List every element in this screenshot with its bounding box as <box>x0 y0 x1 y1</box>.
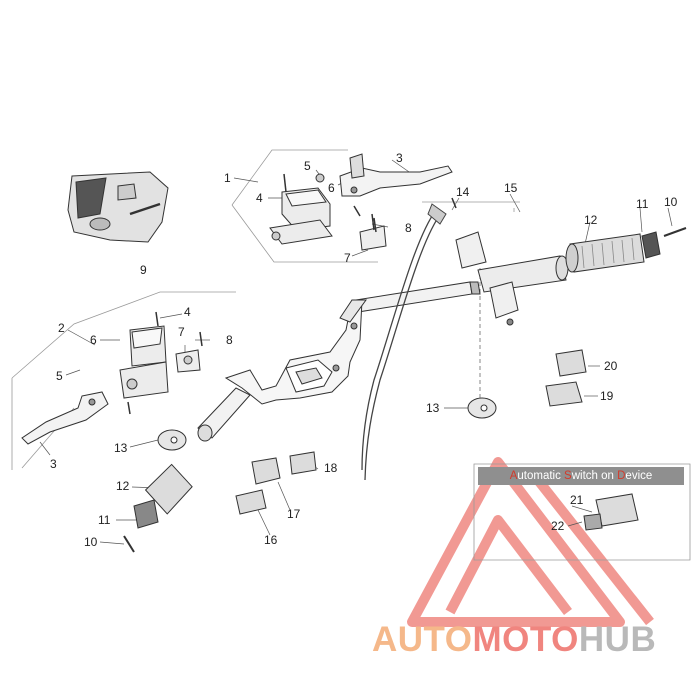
washer-13 <box>157 397 497 451</box>
callout-8: 8 <box>405 221 412 235</box>
callout-7: 7 <box>344 251 351 265</box>
callout-9: 9 <box>140 263 147 277</box>
callout-5: 5 <box>304 159 311 173</box>
clamp-right <box>359 217 387 251</box>
callout-16: 16 <box>264 533 278 547</box>
callout-6: 6 <box>328 181 335 195</box>
clamp-left <box>175 349 201 373</box>
callout-17: 17 <box>287 507 301 521</box>
callout-18: 18 <box>324 461 338 475</box>
callout-3: 3 <box>396 151 403 165</box>
tool-pouch-9 <box>67 171 169 243</box>
master-cylinder-right <box>269 173 333 245</box>
group-outlines <box>11 149 691 561</box>
callout-21: 21 <box>570 493 584 507</box>
callout-4b: 4 <box>184 305 191 319</box>
callout-11: 11 <box>636 197 649 211</box>
callout-20: 20 <box>604 359 618 373</box>
callout-13b: 13 <box>114 441 128 455</box>
callout-6b: 6 <box>90 333 97 347</box>
callout-12b: 12 <box>116 479 130 493</box>
callout-10: 10 <box>664 195 678 209</box>
watermark-triangle-icon <box>407 457 654 627</box>
callout-22: 22 <box>551 519 565 533</box>
switch-blocks <box>235 349 587 515</box>
callout-5b: 5 <box>56 369 63 383</box>
throttle-cable <box>361 203 447 481</box>
callout-8b: 8 <box>226 333 233 347</box>
handlebar-bracket <box>224 299 367 405</box>
watermark-logo: AUTOMOTOHUB <box>372 620 657 659</box>
callout-4: 4 <box>256 191 263 205</box>
callout-1: 1 <box>224 171 231 185</box>
callout-14: 14 <box>456 185 470 199</box>
fasteners <box>199 197 457 347</box>
callout-15: 15 <box>504 181 518 195</box>
inset-title: Automatic Switch on Device <box>478 467 684 485</box>
auto-switch-parts <box>583 493 639 531</box>
callout-10b: 10 <box>84 535 98 549</box>
callout-13: 13 <box>426 401 440 415</box>
callout-2: 2 <box>58 321 65 335</box>
brake-lever-left <box>21 391 109 445</box>
callout-7b: 7 <box>178 325 185 339</box>
grip-12-left <box>123 463 193 553</box>
callout-12: 12 <box>584 213 598 227</box>
callout-3b: 3 <box>50 457 57 471</box>
master-cylinder-left <box>119 311 169 415</box>
callout-11b: 11 <box>98 513 111 527</box>
grip-12-right <box>565 227 687 273</box>
callout-19: 19 <box>600 389 614 403</box>
right-grip-assembly <box>455 231 569 326</box>
brake-lever-right <box>339 153 453 217</box>
